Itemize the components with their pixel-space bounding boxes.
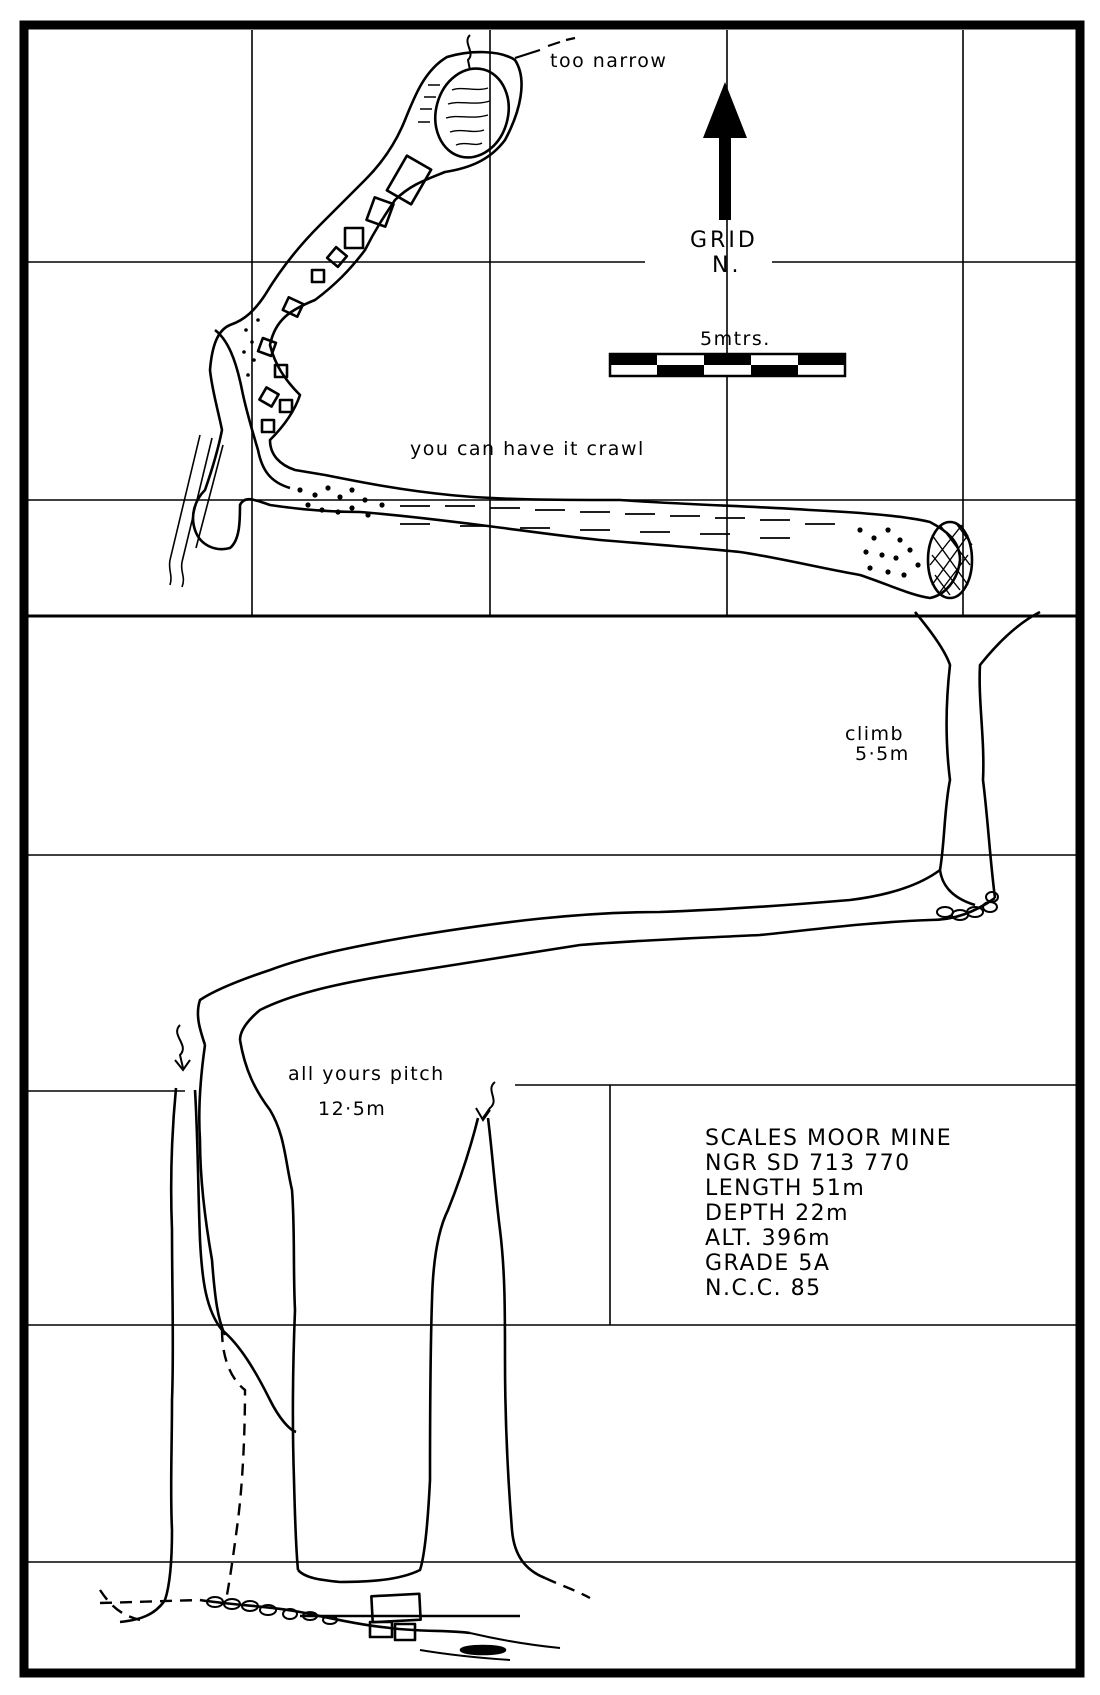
grid-lines: [28, 30, 1076, 1563]
pitch-depth-label: 12·5m: [318, 1098, 387, 1120]
map-frame: [19, 20, 1085, 1678]
entrance-arrows: [174, 34, 496, 1122]
grid-label: GRID: [690, 228, 758, 253]
plan-water: [168, 36, 835, 588]
info-ngr: NGR SD 713 770: [705, 1151, 911, 1176]
info-grade: GRADE 5A: [705, 1251, 831, 1276]
too-narrow-label: too narrow: [550, 50, 668, 72]
plan-gravel: [242, 318, 921, 578]
crawl-label: you can have it crawl: [410, 438, 645, 460]
climb-rubble: [206, 891, 999, 1625]
info-depth: DEPTH 22m: [705, 1201, 850, 1226]
info-alt: ALT. 396m: [705, 1226, 832, 1251]
section-dashed-lines: [99, 1329, 591, 1622]
climb-label: climb: [845, 723, 905, 745]
north-arrow-icon: [703, 82, 747, 220]
scale-label: 5mtrs.: [700, 328, 771, 350]
info-length: LENGTH 51m: [705, 1176, 866, 1201]
cave-plan: [191, 50, 974, 600]
climb-height-label: 5·5m: [855, 743, 910, 765]
info-name: SCALES MOOR MINE: [705, 1126, 953, 1151]
survey-info-box: SCALES MOOR MINE NGR SD 713 770 LENGTH 5…: [705, 1126, 952, 1301]
north-label: N.: [712, 253, 742, 278]
pitch-label: all yours pitch: [288, 1063, 445, 1085]
info-ncc: N.C.C. 85: [705, 1276, 822, 1301]
scale-bar-icon: [608, 352, 847, 378]
